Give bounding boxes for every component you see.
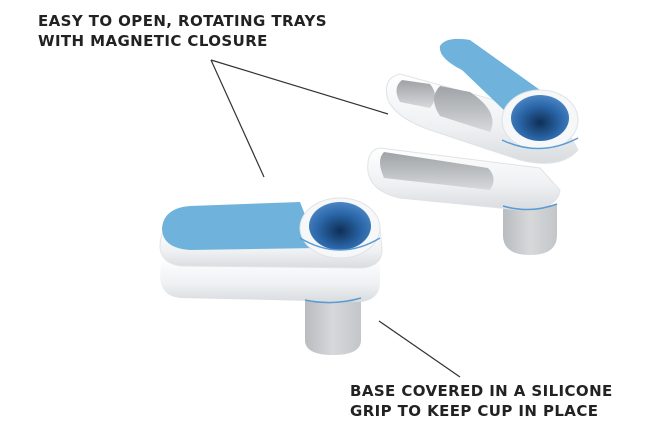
upper-tray-compartment-1 bbox=[396, 80, 435, 108]
caption-top-line-2: WITH MAGNETIC CLOSURE bbox=[38, 32, 268, 50]
caption-rotating-trays: EASY TO OPEN, ROTATING TRAYS WITH MAGNET… bbox=[38, 11, 327, 51]
caption-bottom-line-2: GRIP TO KEEP CUP IN PLACE bbox=[350, 402, 599, 420]
caption-bottom-line-1: BASE COVERED IN A SILICONE bbox=[350, 382, 613, 400]
blue-lid-open bbox=[439, 38, 540, 116]
callout-line-to-base bbox=[378, 320, 461, 378]
blue-lid bbox=[162, 202, 318, 250]
upper-tray-compartment-2 bbox=[434, 86, 493, 132]
lower-tray-layer bbox=[160, 258, 380, 302]
callout-lines bbox=[210, 59, 461, 378]
cup-holder-well-open bbox=[511, 95, 569, 141]
closed-organizer bbox=[159, 197, 383, 355]
silicone-base bbox=[305, 290, 361, 355]
silicone-base-open bbox=[503, 205, 557, 255]
open-organizer bbox=[367, 38, 579, 255]
lower-tray-compartment bbox=[380, 152, 494, 190]
caption-silicone-grip: BASE COVERED IN A SILICONE GRIP TO KEEP … bbox=[350, 381, 613, 421]
callout-line-to-closed-unit bbox=[210, 59, 265, 178]
caption-top-line-1: EASY TO OPEN, ROTATING TRAYS bbox=[38, 12, 327, 30]
cup-holder-well bbox=[309, 202, 371, 250]
callout-line-to-open-trays bbox=[210, 59, 389, 115]
